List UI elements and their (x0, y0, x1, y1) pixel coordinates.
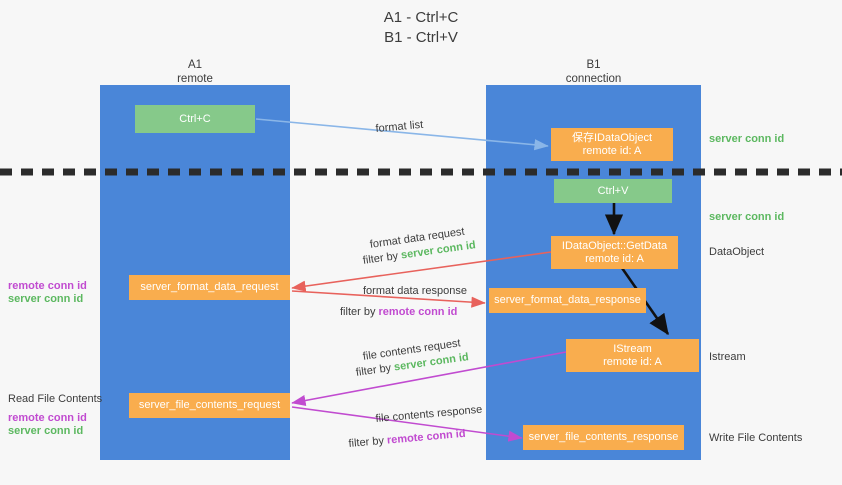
annotation-server-conn-id-lower: server conn id (8, 424, 83, 438)
box-save-idataobject-line-0: 保存IDataObject (571, 131, 653, 144)
box-server-file-contents-response[interactable]: server_file_contents_response (523, 425, 684, 450)
label-file-contents-response-filter: filter by remote conn id (348, 427, 466, 451)
lane-header-a1: A1 remote (100, 58, 290, 86)
label-format-data-request-filter-prefix: filter by (362, 249, 402, 267)
box-save-idataobject[interactable]: 保存IDataObject remote id: A (551, 128, 673, 161)
box-idataobject-getdata-line-0: IDataObject::GetData (561, 239, 668, 252)
label-file-contents-request-filter-prefix: filter by (355, 361, 395, 379)
box-server-format-data-response-line-0: server_format_data_response (494, 294, 641, 306)
title-line-1: A1 - Ctrl+C (383, 9, 459, 26)
box-istream[interactable]: IStream remote id: A (566, 339, 699, 372)
label-format-data-response-filter-prefix: filter by (340, 306, 379, 318)
annotation-dataobject: DataObject (709, 245, 764, 259)
box-server-format-data-response[interactable]: server_format_data_response (489, 288, 646, 313)
label-format-list-text: format list (375, 118, 424, 135)
lane-header-b1-subtitle: connection (565, 73, 622, 85)
lane-header-b1-title: B1 (586, 59, 601, 71)
label-format-data-response: format data response (363, 284, 467, 298)
label-file-contents-response-text: file contents response (375, 403, 483, 425)
lane-header-a1-title: A1 (187, 59, 203, 71)
annotation-server-conn-id-second-text: server conn id (709, 211, 785, 223)
label-file-contents-response: file contents response (375, 403, 483, 426)
annotation-read-file-contents: Read File Contents (8, 392, 102, 406)
annotation-write-file-contents: Write File Contents (709, 431, 802, 445)
box-server-format-data-request-line-0: server_format_data_request (140, 281, 279, 293)
annotation-server-conn-id-top: server conn id (709, 132, 784, 146)
annotation-server-conn-id-upper: server conn id (8, 292, 83, 306)
box-istream-line-0: IStream (613, 342, 652, 355)
box-ctrl-v[interactable]: Ctrl+V (554, 179, 672, 203)
box-ctrl-c-line-0: Ctrl+C (179, 112, 211, 125)
annotation-remote-conn-id-lower: remote conn id (8, 411, 87, 425)
annotation-remote-conn-id-upper: remote conn id (8, 279, 87, 293)
annotation-server-conn-id-lower-text: server conn id (8, 425, 84, 437)
box-save-idataobject-line-1: remote id: A (582, 144, 642, 157)
annotation-remote-conn-id-upper-text: remote conn id (8, 280, 87, 292)
lane-header-a1-subtitle: remote (177, 73, 213, 85)
label-format-data-response-text: format data response (363, 285, 467, 297)
annotation-server-conn-id-top-text: server conn id (709, 133, 785, 145)
annotation-write-file-contents-text: Write File Contents (709, 432, 803, 444)
box-ctrl-v-line-0: Ctrl+V (597, 184, 629, 197)
label-file-contents-response-filter-value: remote conn id (386, 427, 467, 447)
box-server-format-data-request[interactable]: server_format_data_request (129, 275, 290, 300)
label-format-list: format list (375, 118, 424, 136)
lane-header-b1: B1 connection (486, 58, 701, 86)
label-format-data-response-filter: filter by remote conn id (340, 305, 457, 319)
box-server-file-contents-response-line-0: server_file_contents_response (528, 431, 679, 443)
annotation-istream-text: Istream (709, 351, 746, 363)
annotation-read-file-contents-text: Read File Contents (8, 393, 103, 405)
box-istream-line-1: remote id: A (603, 355, 662, 368)
title-line-2: B1 - Ctrl+V (384, 29, 458, 46)
box-server-file-contents-request-line-0: server_file_contents_request (138, 399, 281, 411)
annotation-istream: Istream (709, 350, 746, 364)
annotation-dataobject-text: DataObject (709, 246, 765, 258)
box-server-file-contents-request[interactable]: server_file_contents_request (129, 393, 290, 418)
box-idataobject-getdata[interactable]: IDataObject::GetData remote id: A (551, 236, 678, 269)
label-file-contents-response-filter-prefix: filter by (348, 434, 388, 450)
annotation-server-conn-id-upper-text: server conn id (8, 293, 84, 305)
box-ctrl-c[interactable]: Ctrl+C (135, 105, 255, 133)
annotation-server-conn-id-second: server conn id (709, 210, 784, 224)
box-idataobject-getdata-line-1: remote id: A (585, 252, 644, 265)
label-format-data-response-filter-value: remote conn id (378, 306, 458, 318)
page-title: A1 - Ctrl+C B1 - Ctrl+V (0, 8, 842, 48)
annotation-remote-conn-id-lower-text: remote conn id (8, 412, 87, 424)
